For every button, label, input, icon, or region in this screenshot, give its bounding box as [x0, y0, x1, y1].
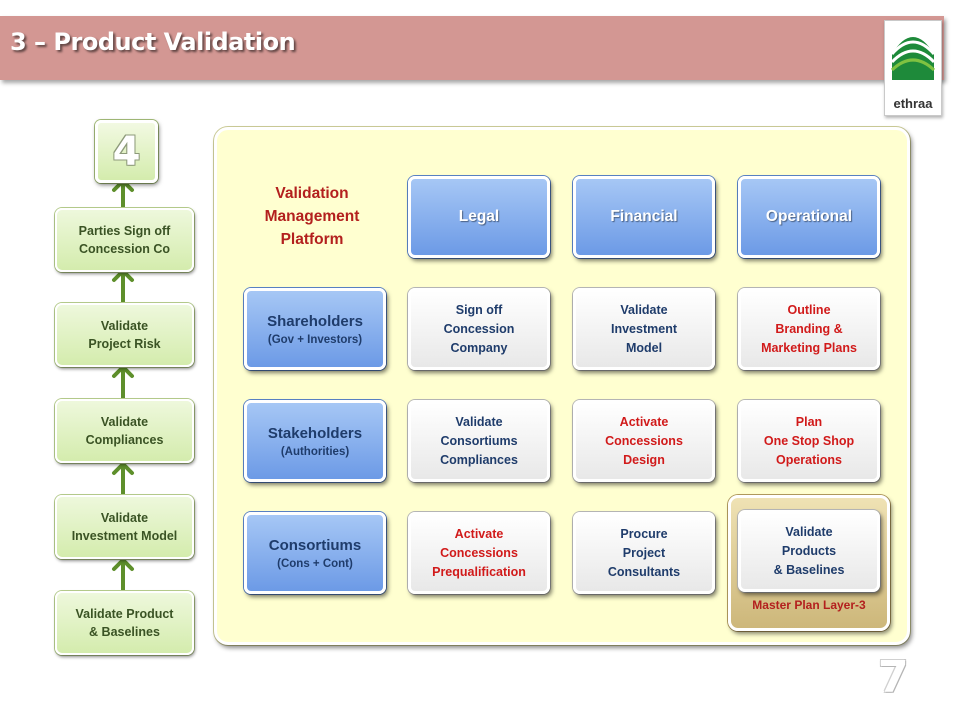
matrix-cell: Plan One Stop Shop Operations	[738, 400, 880, 482]
cell-label: Validate Products & Baselines	[773, 524, 845, 577]
row-header-stakeholders: Stakeholders (Authorities)	[244, 400, 386, 482]
row-header-title: Consortiums	[268, 536, 362, 554]
step-number-badge: 4	[95, 120, 158, 183]
logo-mark-icon	[888, 24, 938, 82]
cell-label: Sign off Concession Company	[443, 302, 515, 355]
progress-step: Parties Sign off Concession Co	[55, 208, 194, 272]
page-title: 3 – Product Validation	[10, 28, 296, 56]
row-header-subtitle: (Gov + Investors)	[267, 333, 363, 346]
step-label: Parties Sign off Concession Co	[78, 224, 171, 256]
column-header-label: Operational	[765, 208, 853, 225]
cell-label: Activate Concessions Prequalification	[432, 526, 526, 579]
column-header-legal: Legal	[408, 176, 550, 258]
matrix-cell: Outline Branding & Marketing Plans	[738, 288, 880, 370]
row-header-title: Shareholders	[267, 312, 363, 330]
row-header-subtitle: (Authorities)	[280, 445, 350, 458]
master-plan-label: Master Plan Layer-3	[752, 598, 866, 612]
column-header-financial: Financial	[573, 176, 715, 258]
row-header-consortiums: Consortiums (Cons + Cont)	[244, 512, 386, 594]
progress-step: Validate Project Risk	[55, 303, 194, 367]
step-label: Validate Compliances	[85, 415, 164, 447]
ethraa-logo: ethraa	[884, 20, 942, 116]
platform-label: Validation Management Platform	[264, 185, 360, 248]
matrix-cell: Validate Consortiums Compliances	[408, 400, 550, 482]
step-label: Validate Product & Baselines	[75, 607, 174, 639]
progress-step: Validate Compliances	[55, 399, 194, 463]
step-number: 4	[112, 128, 141, 175]
step-label: Validate Project Risk	[88, 319, 161, 351]
progress-step: Validate Product & Baselines	[55, 591, 194, 655]
row-header-subtitle: (Cons + Cont)	[277, 557, 353, 570]
matrix-cell: Validate Investment Model	[573, 288, 715, 370]
cell-label: Activate Concessions Design	[605, 414, 683, 467]
logo-wordmark: ethraa	[893, 96, 933, 111]
column-header-operational: Operational	[738, 176, 880, 258]
cell-label: Procure Project Consultants	[607, 526, 681, 579]
matrix-cell: Activate Concessions Prequalification	[408, 512, 550, 594]
column-header-label: Legal	[458, 208, 500, 225]
cell-label: Outline Branding & Marketing Plans	[761, 302, 857, 355]
title-bar: 3 – Product Validation	[0, 16, 944, 80]
row-header-shareholders: Shareholders (Gov + Investors)	[244, 288, 386, 370]
matrix-cell: Procure Project Consultants	[573, 512, 715, 594]
matrix-cell: Validate Products & Baselines	[738, 510, 880, 592]
progress-step: Validate Investment Model	[55, 495, 194, 559]
page-number: 7	[878, 652, 909, 703]
row-header-title: Stakeholders	[267, 424, 363, 442]
step-label: Validate Investment Model	[71, 511, 178, 543]
column-header-label: Financial	[610, 208, 678, 225]
cell-label: Plan One Stop Shop Operations	[763, 414, 855, 467]
cell-label: Validate Consortiums Compliances	[440, 414, 518, 467]
matrix-cell: Sign off Concession Company	[408, 288, 550, 370]
matrix-cell: Activate Concessions Design	[573, 400, 715, 482]
cell-label: Validate Investment Model	[611, 302, 677, 355]
